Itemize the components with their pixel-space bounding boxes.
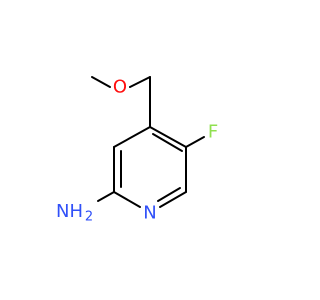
bond-methyl-oxygen	[91, 76, 111, 88]
bond-c3-c4	[113, 126, 151, 148]
bond-c6-n1-double	[157, 187, 181, 202]
bond-c4-c5-double	[152, 133, 183, 152]
ring-nitrogen-atom-label: N	[143, 203, 156, 224]
molecule-structure-canvas: O F N NH 2	[56, 76, 218, 225]
fluorine-atom-label: F	[208, 122, 218, 143]
bond-oxygen-methylene	[129, 76, 151, 88]
bond-c5-fluorine	[185, 136, 205, 148]
bond-c4-c5	[149, 126, 187, 148]
amine-subscript-label: 2	[85, 210, 93, 225]
oxygen-atom-label: O	[113, 77, 127, 98]
bond-n1-c2	[113, 191, 141, 208]
bond-c2-amine	[97, 191, 115, 202]
amine-group-label: NH	[56, 201, 83, 222]
bond-c6-n1	[159, 191, 187, 208]
amine-nh-text: NH	[56, 201, 83, 222]
